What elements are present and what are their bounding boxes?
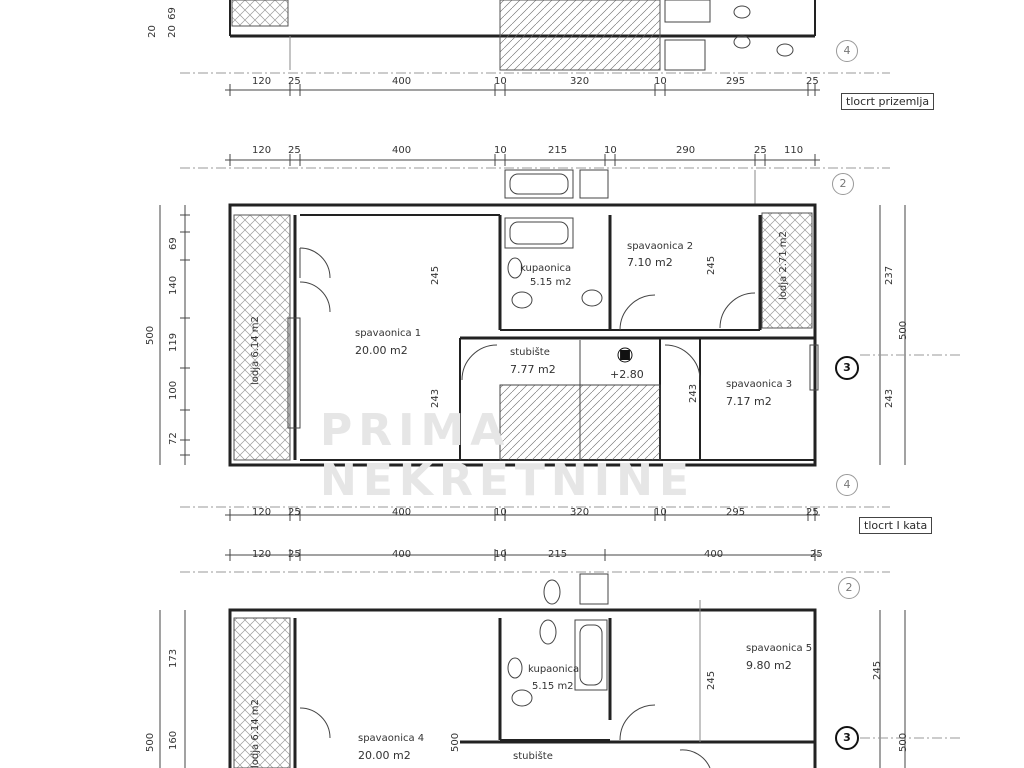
dim-label: 500: [145, 325, 156, 345]
dim-label: 245: [706, 670, 717, 690]
dim-label: 20: [146, 25, 158, 38]
dim-label: 215: [548, 145, 568, 156]
axis-marker-2-second: 2: [838, 577, 860, 599]
dim-label: 140: [168, 275, 179, 295]
dim-label: 10: [494, 145, 507, 156]
dim-label: 25: [806, 76, 819, 87]
ground-floor-title: tlocrt prizemlja: [841, 93, 935, 110]
room-name-spavaonica-3: spavaonica 3: [726, 379, 793, 390]
room-name-spavaonica-2: spavaonica 2: [627, 241, 694, 252]
room-area-spavaonica-2: 7.10 m2: [627, 256, 673, 269]
dim-label: 10: [654, 76, 667, 87]
dim-label: 10: [654, 507, 667, 518]
dim-label: 25: [288, 507, 301, 518]
dim-label: 500: [450, 732, 461, 752]
room-area-spavaonica-5: 9.80 m2: [746, 659, 792, 672]
room-area-kupaonica: 5.15 m2: [530, 277, 572, 288]
dim-label: 215: [548, 549, 568, 560]
dim-label: 25: [810, 549, 823, 560]
dim-label: 69: [168, 237, 179, 250]
room-area-spavaonica-4: 20.00 m2: [358, 749, 411, 762]
dim-label: 243: [430, 388, 441, 408]
axis-marker-3-second: 3: [835, 726, 859, 750]
dim-label: 10: [604, 145, 617, 156]
room-label-lodja-left-2: lodja 6.14 m2: [250, 699, 261, 768]
watermark-line-1: PRIMA: [320, 405, 511, 456]
dim-label: 173: [168, 648, 179, 668]
dim-label: 245: [706, 255, 717, 275]
dim-label: 320: [570, 507, 590, 518]
dim-label: 245: [872, 660, 883, 680]
watermark-line-2: NEKRETNINE: [320, 455, 696, 506]
dim-label: 25: [754, 145, 767, 156]
dim-label: 10: [494, 507, 507, 518]
dim-label: 25: [288, 145, 301, 156]
axis-marker-2: 2: [832, 173, 854, 195]
room-name-stubiste: stubište: [510, 347, 550, 358]
dim-label: 69: [166, 7, 178, 20]
dim-label: 320: [570, 76, 590, 87]
first-floor-title: tlocrt I kata: [859, 517, 933, 534]
dim-label: 245: [430, 265, 441, 285]
room-name-kupaonica: kupaonica: [520, 263, 572, 274]
dim-label: 295: [726, 507, 746, 518]
room-area-spavaonica-3: 7.17 m2: [726, 395, 772, 408]
first-floor-plan: [159, 154, 960, 521]
room-label-lodja-left: lodja 6.14 m2: [250, 316, 261, 385]
dim-label: 120: [252, 549, 272, 560]
axis-marker-3: 3: [835, 356, 859, 380]
room-area-stubiste: 7.77 m2: [510, 363, 556, 376]
dim-label: 400: [392, 145, 412, 156]
level-marker: [617, 347, 633, 363]
dim-label: 120: [252, 76, 272, 87]
dim-label: 20: [166, 25, 178, 38]
dim-label: 400: [392, 507, 412, 518]
dim-label: 110: [784, 145, 804, 156]
axis-marker-4-top: 4: [836, 40, 858, 62]
room-label-lodja-right: lodja 2.71 m2: [778, 231, 789, 300]
dim-label: 295: [726, 76, 746, 87]
level-label: +2.80: [610, 368, 644, 381]
dim-label: 400: [392, 549, 412, 560]
dim-label: 500: [145, 732, 156, 752]
dim-label: 100: [168, 380, 179, 400]
dim-label: 72: [168, 432, 179, 445]
dim-label: 25: [806, 507, 819, 518]
dim-label: 10: [494, 76, 507, 87]
dim-label: 119: [168, 332, 179, 352]
dim-label: 500: [898, 320, 909, 340]
room-area-kupaonica-2: 5.15 m2: [532, 681, 574, 692]
room-name-spavaonica-1: spavaonica 1: [355, 328, 422, 339]
dim-label: 500: [898, 732, 909, 752]
dim-label: 10: [494, 549, 507, 560]
dim-label: 243: [884, 388, 895, 408]
second-floor-plan: [159, 549, 960, 768]
dim-label: 400: [704, 549, 724, 560]
axis-marker-4: 4: [836, 474, 858, 496]
room-name-stubiste-2: stubište: [513, 751, 553, 762]
dim-label: 237: [884, 265, 895, 285]
dim-label: 400: [392, 76, 412, 87]
dim-label: 120: [252, 145, 272, 156]
dim-label: 290: [676, 145, 696, 156]
room-name-spavaonica-5: spavaonica 5: [746, 643, 813, 654]
dim-label: 160: [168, 730, 179, 750]
dim-label: 243: [688, 383, 699, 403]
dim-label: 120: [252, 507, 272, 518]
room-name-kupaonica-2: kupaonica: [528, 664, 580, 675]
dim-label: 25: [288, 76, 301, 87]
ground-floor-plan: [180, 0, 890, 96]
dim-label: 25: [288, 549, 301, 560]
room-area-spavaonica-1: 20.00 m2: [355, 344, 408, 357]
room-name-spavaonica-4: spavaonica 4: [358, 733, 425, 744]
